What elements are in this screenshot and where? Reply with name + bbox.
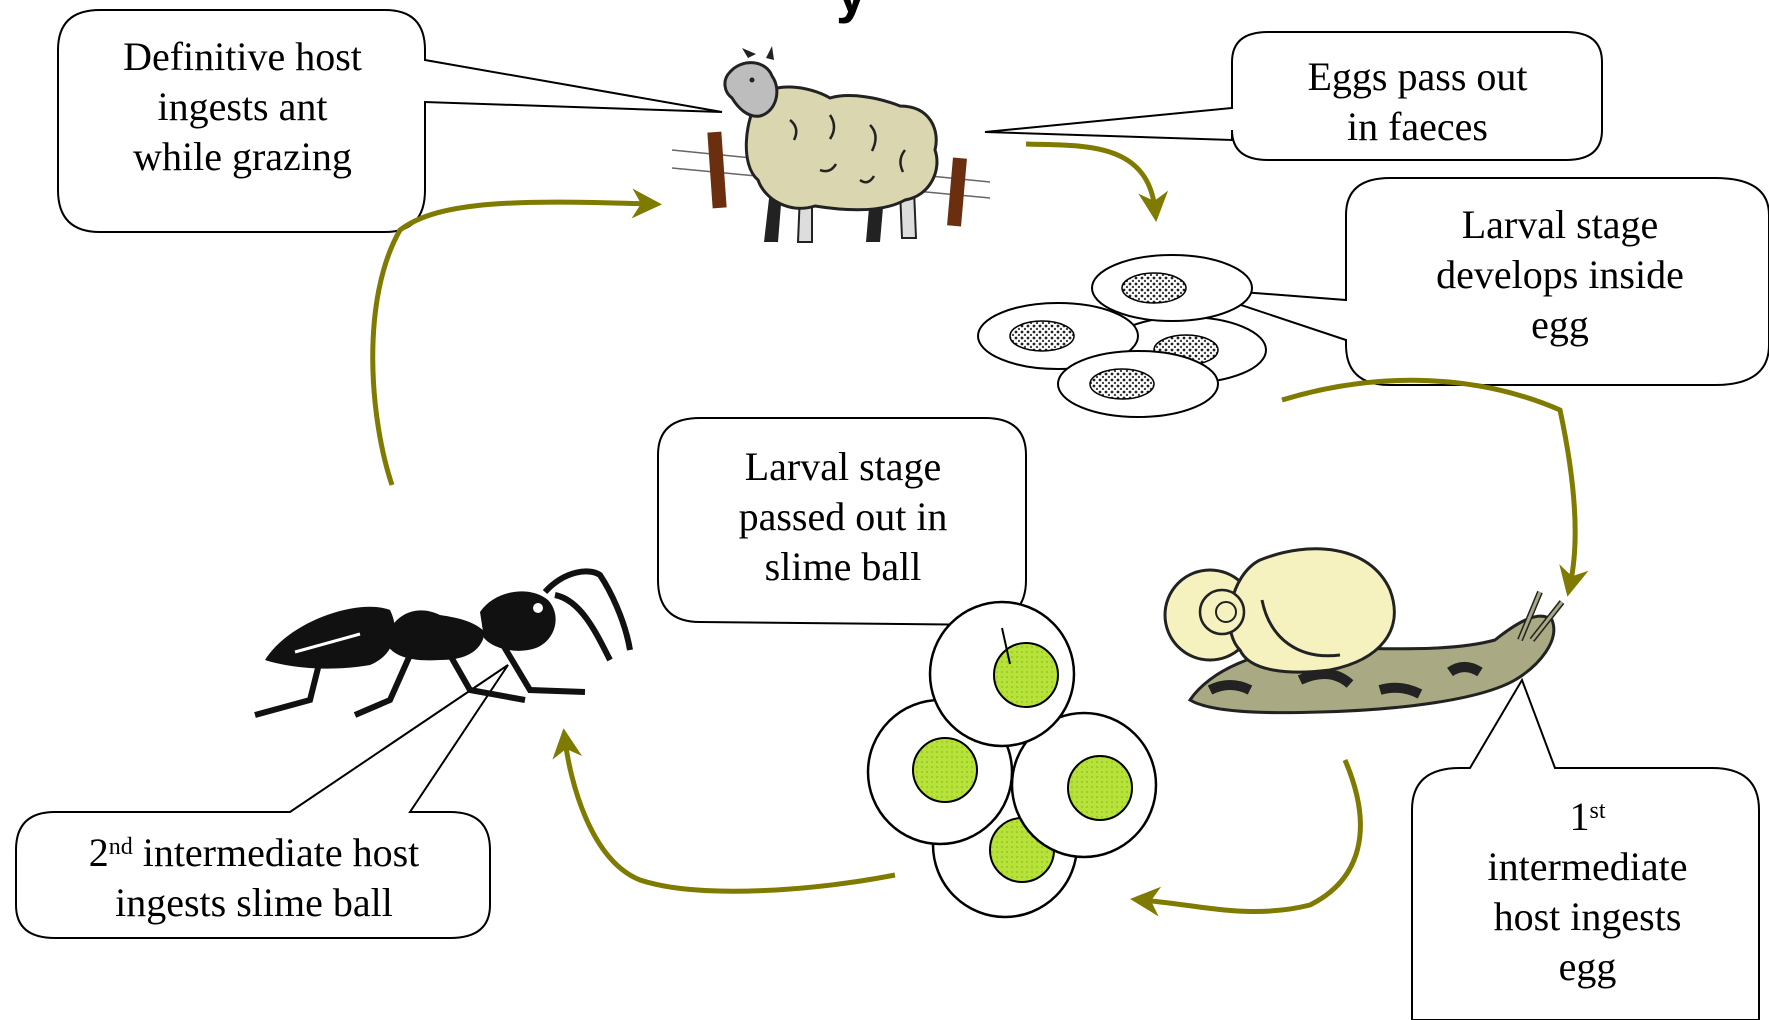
label-first-host: 1st intermediate host ingests egg [1420, 792, 1755, 992]
arrow-slime-to-ant [565, 740, 895, 891]
label-line: Definitive host [70, 32, 415, 82]
label-line: slime ball [668, 542, 1018, 592]
label-line: 1st [1420, 792, 1755, 842]
ordinal-number: 1 [1569, 794, 1589, 839]
label-second-host: 2nd intermediate host ingests slime ball [24, 828, 484, 928]
label-line: intermediate [1420, 842, 1755, 892]
arrow-eggs-to-egg-cluster [1026, 144, 1155, 210]
label-larval-develops: Larval stage develops inside egg [1380, 200, 1740, 350]
ant-icon [255, 571, 630, 715]
ordinal-number: 2 [89, 830, 109, 875]
label-larval-slime: Larval stage passed out in slime ball [668, 442, 1018, 592]
ordinal-suffix: nd [109, 834, 133, 860]
arrow-snail-to-slime [1142, 760, 1360, 911]
label-line: develops inside [1380, 250, 1740, 300]
sheep-icon [672, 46, 990, 242]
title-fragment: y [836, 0, 867, 24]
label-line: Eggs pass out [1240, 52, 1595, 102]
label-line: host ingests [1420, 892, 1755, 942]
ordinal-suffix: st [1589, 798, 1605, 824]
label-line: ingests slime ball [24, 878, 484, 928]
label-line: egg [1420, 942, 1755, 992]
egg-cluster-icon [978, 255, 1266, 417]
label-line: while grazing [70, 132, 415, 182]
arrow-ant-to-sheep [373, 202, 650, 485]
label-line: ingests ant [70, 82, 415, 132]
slime-ball-cluster-icon [868, 602, 1156, 917]
label-line: egg [1380, 300, 1740, 350]
label-line: passed out in [668, 492, 1018, 542]
label-eggs-out: Eggs pass out in faeces [1240, 52, 1595, 152]
label-line: in faeces [1240, 102, 1595, 152]
snail-icon [1165, 549, 1562, 713]
label-line: Larval stage [668, 442, 1018, 492]
label-line: Larval stage [1380, 200, 1740, 250]
label-line: 2nd intermediate host [24, 828, 484, 878]
label-text: intermediate host [133, 830, 420, 875]
label-definitive-host: Definitive host ingests ant while grazin… [70, 32, 415, 182]
